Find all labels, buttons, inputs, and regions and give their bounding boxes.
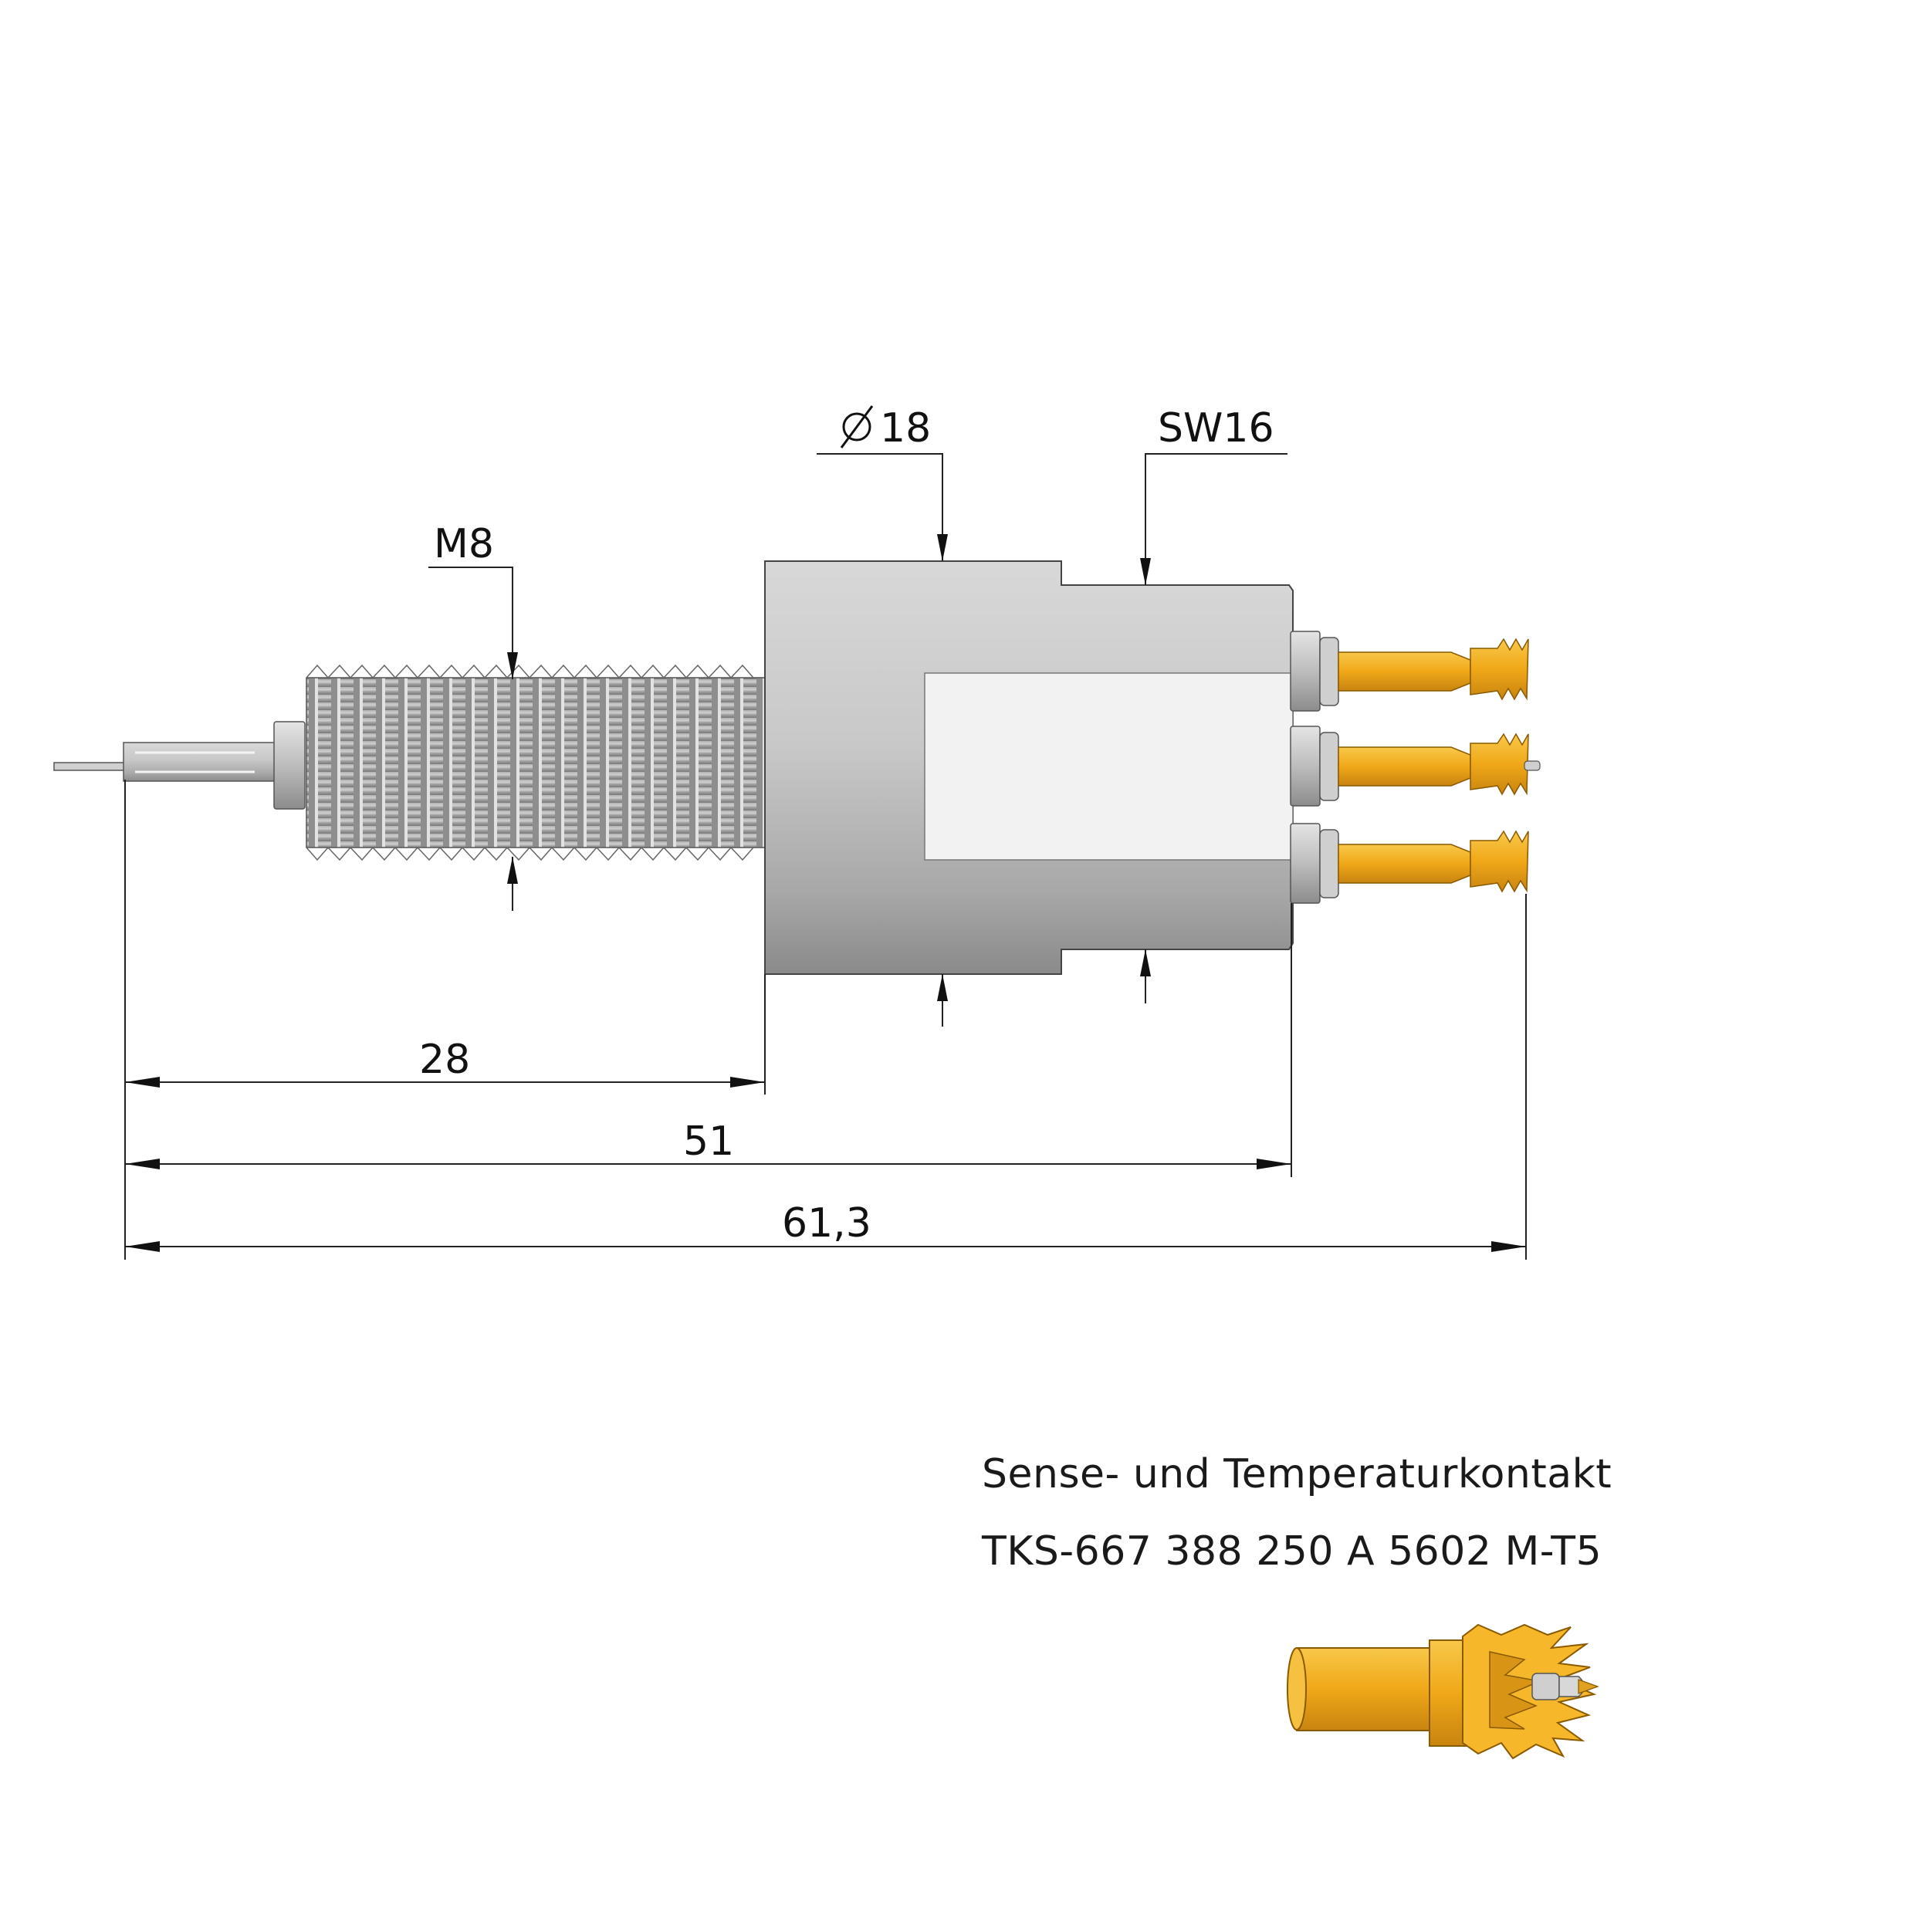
dimension-51: 51	[125, 1118, 1291, 1169]
contact-middle	[1290, 726, 1541, 807]
sensor-tip	[53, 742, 279, 782]
label-m8: M8	[434, 521, 494, 567]
dimension-61-3: 61,3	[125, 1200, 1526, 1252]
label-51: 51	[683, 1118, 734, 1165]
contact-bottom	[1290, 823, 1529, 904]
label-61-3: 61,3	[782, 1200, 871, 1247]
contact-top	[1290, 631, 1529, 712]
dimension-28: 28	[125, 1037, 765, 1088]
label-sw16: SW16	[1158, 405, 1274, 452]
dimension-diameter: 18	[817, 405, 948, 1027]
rear-nut	[273, 721, 306, 810]
diameter-symbol-icon	[840, 405, 874, 448]
thread-m8	[306, 664, 769, 861]
caption-part-number: TKS-667 388 250 A 5602 M-T5	[982, 1528, 1602, 1575]
caption-title: Sense- und Temperaturkontakt	[982, 1451, 1612, 1497]
contact-detail-illustration	[1287, 1623, 1599, 1760]
label-28: 28	[419, 1037, 470, 1083]
hex-flat	[924, 672, 1294, 861]
dimension-sw16: SW16	[1140, 405, 1287, 1003]
extension-lines	[124, 780, 1527, 1260]
contacts	[1290, 631, 1541, 904]
label-diameter: 18	[880, 405, 931, 452]
main-body	[764, 560, 1294, 975]
dimension-m8: M8	[428, 521, 518, 911]
